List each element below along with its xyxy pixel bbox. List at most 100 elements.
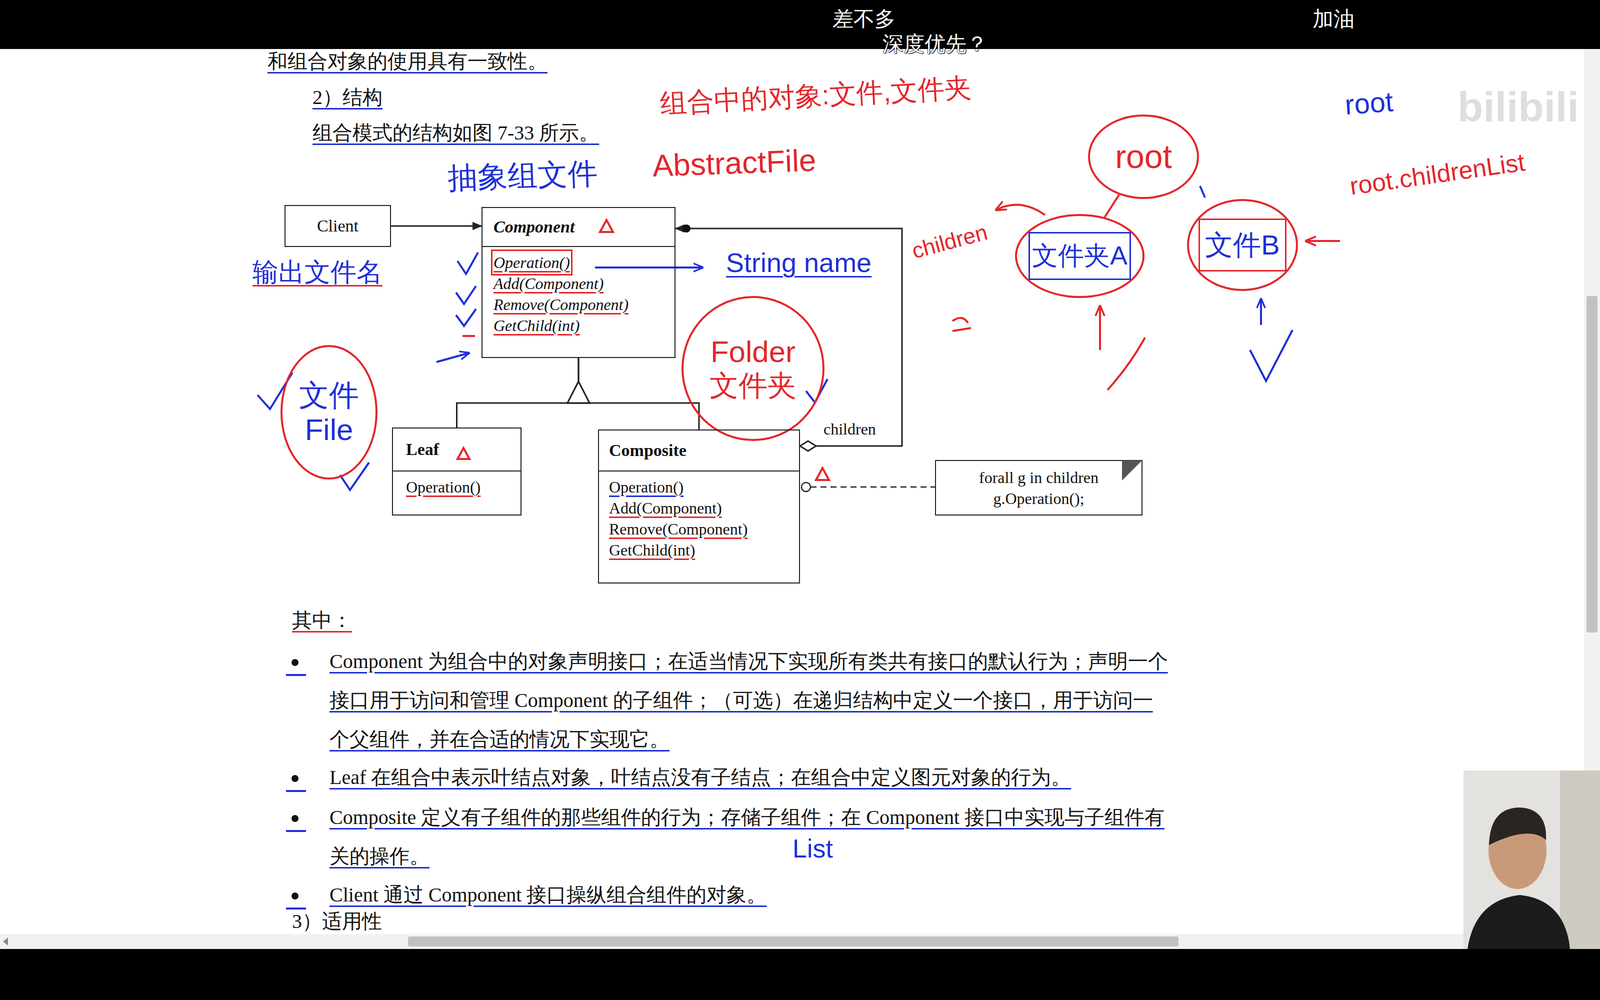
class-operation: Operation() <box>406 476 515 498</box>
webcam-person <box>1489 807 1546 845</box>
annotation-text: 3）适用性 <box>292 910 382 933</box>
webcam-person <box>1467 895 1570 949</box>
bullet-dot <box>291 659 299 666</box>
check-mark <box>806 379 828 403</box>
class-operation: Remove(Component) <box>609 518 793 540</box>
hand-line <box>1104 194 1119 217</box>
annotation-text: root.childrenList <box>1348 148 1527 201</box>
check-mark <box>340 462 369 490</box>
annotation-text: 组合模式的结构如图 7-33 所示。 <box>312 121 599 145</box>
class-header: Composite <box>599 430 799 472</box>
check-mark <box>457 252 478 274</box>
handwritten-circle: Folder文件夹 <box>681 296 825 441</box>
annotation-text: 组合中的对象:文件,文件夹 <box>659 71 972 119</box>
class-operation: GetChild(int) <box>609 539 793 561</box>
class-name: Client <box>317 216 359 236</box>
annotation-text: AbstractFile <box>652 142 817 184</box>
handwritten-circle: 文件File <box>280 345 378 480</box>
circle-content: 文件File <box>299 378 359 447</box>
bullet-text: Leaf 在组合中表示叶结点对象，叶结点没有子结点；在组合中定义图元对象的行为。 <box>329 758 1170 797</box>
annotation-text: 和组合对象的使用具有一致性。 <box>267 50 548 73</box>
inheritance-triangle <box>567 381 590 403</box>
class-body: Operation()Add(Component)Remove(Componen… <box>599 471 799 583</box>
triangle-mark <box>600 220 613 232</box>
connector <box>391 226 482 227</box>
class-name: Leaf <box>406 440 439 459</box>
class-header: Leaf <box>393 428 521 472</box>
handwritten-circle: 文件夹A <box>1015 214 1145 298</box>
generalization-line <box>578 358 580 382</box>
note-box: forall g in children g.Operation(); <box>935 460 1143 516</box>
annotation-text: 2）结构 <box>312 86 383 109</box>
check-mark <box>1250 330 1293 381</box>
connector <box>567 358 699 430</box>
handwritten-circle: 文件B <box>1187 199 1298 291</box>
webcam-frame <box>1463 770 1600 949</box>
hand-stroke <box>1200 186 1205 198</box>
handwritten-text: root <box>1115 138 1172 176</box>
check-mark <box>456 286 476 304</box>
danmaku-comment: 加油 <box>1312 7 1355 31</box>
hand-stroke <box>952 318 971 331</box>
bullet-text: Client 通过 Component 接口操纵组合组件的对象。 <box>329 875 1170 915</box>
class-name: Composite <box>609 441 687 460</box>
note-anchor <box>801 482 811 492</box>
circle-content: 文件B <box>1205 229 1280 261</box>
generalization-line <box>578 358 580 382</box>
bottom-bar <box>0 949 1600 1000</box>
triangle-mark <box>457 448 470 459</box>
bullet-dot <box>291 815 299 822</box>
pointer-arrow <box>1260 299 1262 325</box>
annotation-text: 输出文件名 <box>252 257 383 288</box>
class-operation: GetChild(int) <box>493 315 669 336</box>
note-link <box>810 486 935 488</box>
handwritten-text: 文件 <box>299 378 359 413</box>
handwritten-circle: root <box>1088 114 1199 199</box>
class-operation: Add(Component) <box>609 497 793 519</box>
association-line <box>391 225 482 227</box>
class-box: Client <box>284 205 391 247</box>
check-mark <box>257 372 293 409</box>
annotation-text: bilibili <box>1457 83 1579 132</box>
scroll-arrow <box>3 937 8 946</box>
webcam-wall <box>1560 770 1600 949</box>
bullet-dot <box>291 775 299 782</box>
annotation-text: 其中： <box>292 609 352 632</box>
connector <box>1104 194 1119 217</box>
top-bar <box>0 0 1600 49</box>
bullet-text: Composite 定义有子组件的那些组件的行为；存储子组件；在 Compone… <box>329 798 1170 876</box>
class-body: Operation() <box>393 471 521 515</box>
multiplicity-dot <box>682 224 691 233</box>
inheritance-triangle <box>567 381 590 403</box>
pointer-arrow <box>1306 240 1340 242</box>
class-name: Component <box>493 217 575 237</box>
generalization-line <box>578 403 699 430</box>
aggregation-diamond <box>800 441 816 451</box>
triangle-mark <box>816 468 829 480</box>
handwritten-text: Folder <box>710 334 796 369</box>
class-operation: Operation() <box>609 476 793 498</box>
dash-mark <box>462 335 475 337</box>
annotation-text: 抽象组文件 <box>447 156 598 196</box>
pointer-arrow <box>996 205 1045 215</box>
edge-label: children <box>822 420 878 439</box>
note-text: forall g in children g.Operation(); <box>961 467 1117 509</box>
aggregation-line <box>675 228 902 446</box>
circle-content: Folder文件夹 <box>709 334 797 403</box>
class-body: Operation()Add(Component)Remove(Componen… <box>482 247 675 357</box>
handwritten-text: 文件夹A <box>1032 241 1128 271</box>
bullet-text: Component 为组合中的对象声明接口；在适当情况下实现所有类共有接口的默认… <box>329 642 1170 759</box>
pointer-arrow <box>436 353 469 362</box>
handwritten-text: 文件B <box>1205 229 1280 261</box>
danmaku-comment: 深度优先？ <box>882 32 988 56</box>
circle-content: 文件夹A <box>1032 241 1128 271</box>
class-header: Component <box>482 208 675 247</box>
hand-stroke <box>1107 337 1145 390</box>
connector <box>457 358 590 428</box>
bullet-dot <box>291 892 299 900</box>
annotation-text: List <box>792 834 833 864</box>
check-mark <box>456 309 476 326</box>
class-box: LeafOperation() <box>392 427 522 516</box>
handwritten-text: File <box>305 412 354 447</box>
